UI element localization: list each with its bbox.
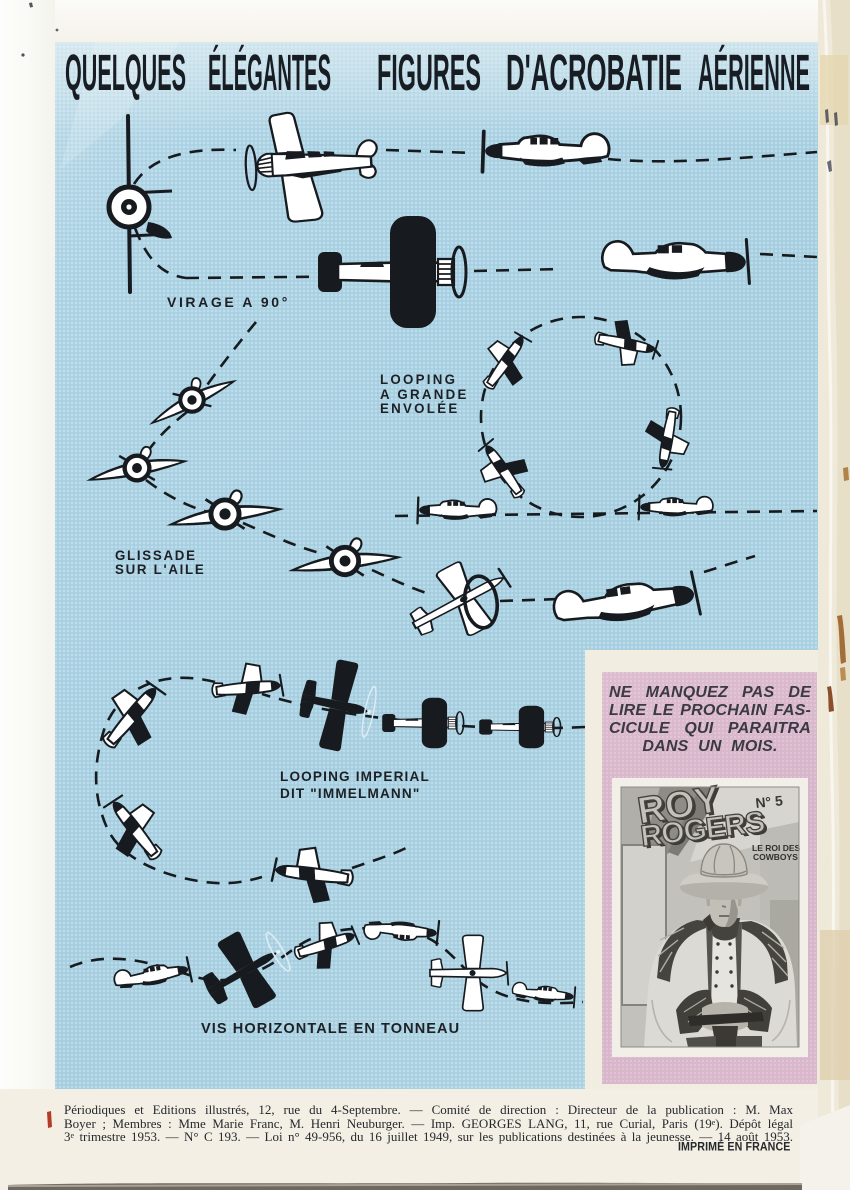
svg-text:AÉRIENNE: AÉRIENNE: [698, 44, 810, 101]
svg-text:COWBOYS: COWBOYS: [753, 852, 798, 862]
svg-text:QUELQUES: QUELQUES: [65, 44, 186, 101]
svg-text:D'ACROBATIE: D'ACROBATIE: [506, 44, 682, 101]
svg-text:FIGURES: FIGURES: [377, 44, 481, 101]
svg-text:N° 5: N° 5: [755, 792, 784, 811]
svg-text:LE ROI DES: LE ROI DES: [752, 843, 801, 853]
svg-text:ÉLÉGANTES: ÉLÉGANTES: [208, 44, 331, 101]
